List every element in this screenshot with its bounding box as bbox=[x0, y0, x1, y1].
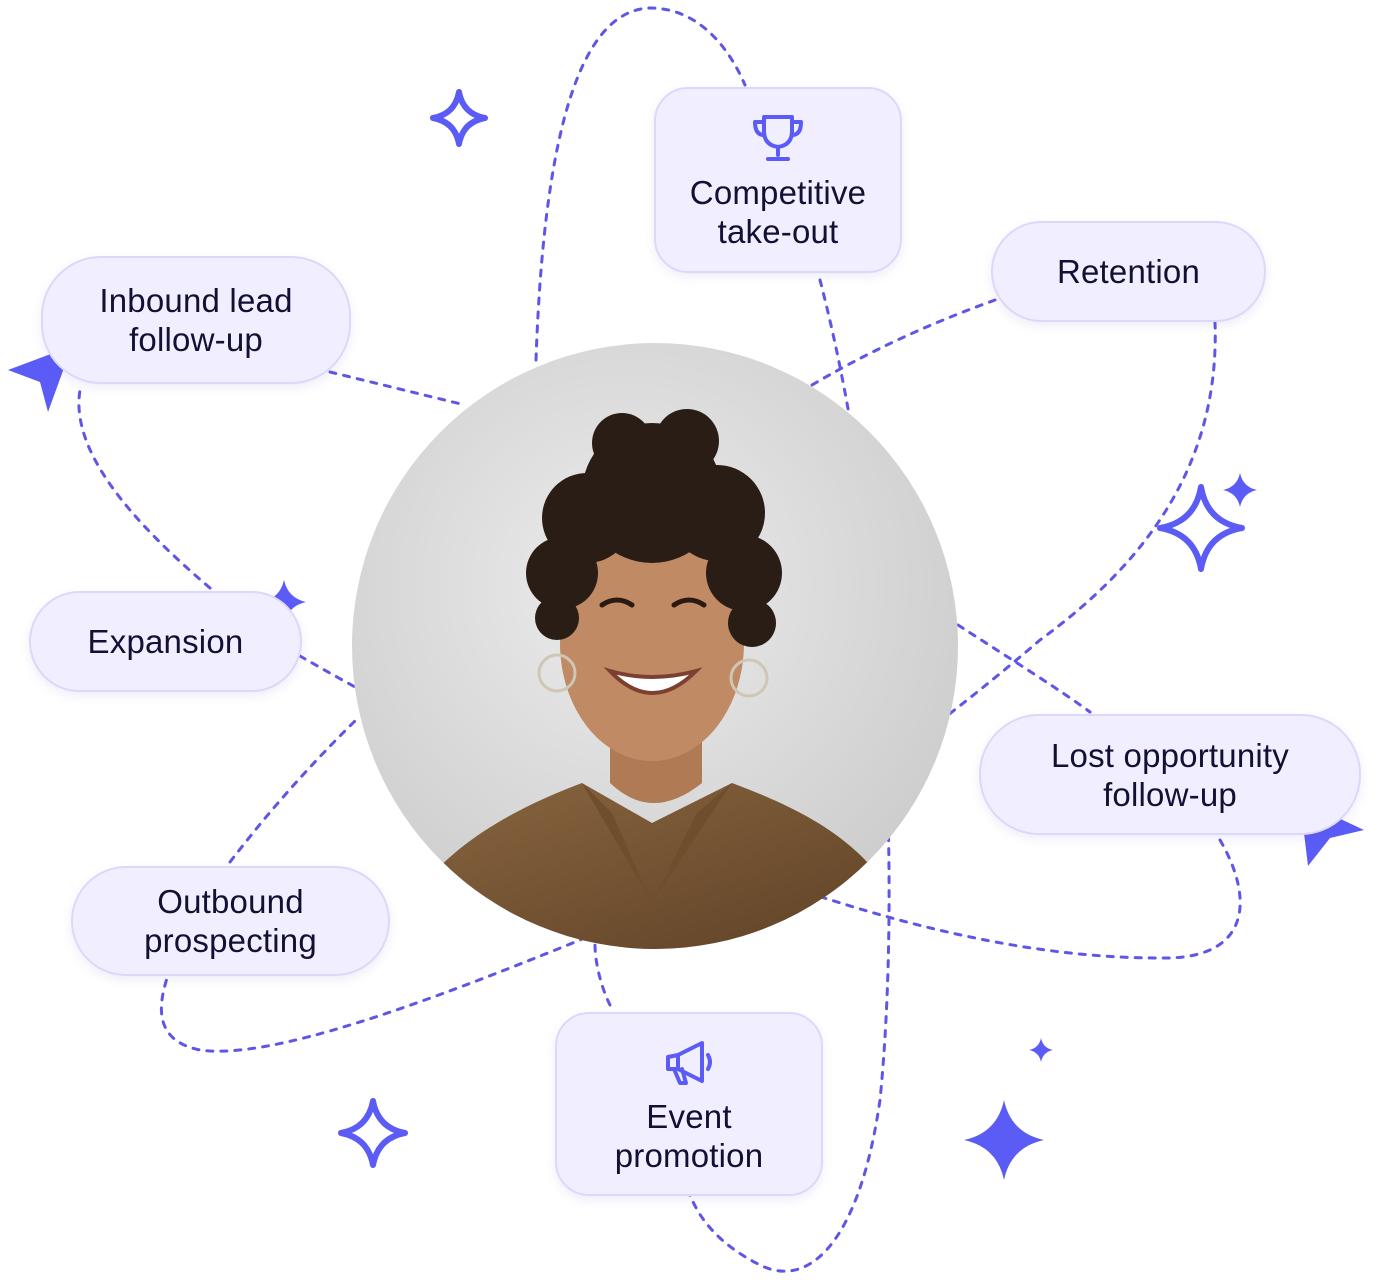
lost-label-line2: follow-up bbox=[1103, 775, 1237, 813]
inbound-label-line2: follow-up bbox=[129, 321, 263, 358]
megaphone-icon bbox=[660, 1033, 718, 1091]
outbound-label-line2: prospecting bbox=[144, 922, 317, 959]
sparkle-icon bbox=[338, 1098, 408, 1168]
inbound-lead-pill: Inbound lead follow-up bbox=[41, 256, 351, 384]
outbound-prospecting-pill: Outbound prospecting bbox=[71, 866, 390, 976]
retention-label: Retention bbox=[1056, 253, 1201, 290]
sparkle-icon bbox=[1029, 1038, 1053, 1062]
sparkle-icon bbox=[1157, 484, 1245, 572]
portrait-illustration bbox=[352, 343, 958, 949]
inbound-label-line1: Inbound lead bbox=[99, 282, 293, 319]
lost-label-line1: Lost opportunity bbox=[1050, 736, 1290, 774]
lost-opportunity-pill: Lost opportunity follow-up bbox=[979, 714, 1361, 835]
competitive-label-line2: take-out bbox=[717, 213, 839, 250]
center-photo bbox=[352, 343, 958, 949]
sparkle-icon bbox=[1223, 473, 1257, 507]
orbit-vertical bbox=[534, 6, 891, 1273]
event-promotion-card: Event promotion bbox=[555, 1012, 823, 1196]
event-label-line2: promotion bbox=[614, 1137, 764, 1174]
retention-pill: Retention bbox=[991, 221, 1266, 322]
trophy-icon bbox=[749, 109, 807, 167]
sparkle-icon bbox=[430, 89, 488, 147]
competitive-label-line1: Competitive bbox=[689, 174, 867, 211]
event-label-line1: Event bbox=[646, 1098, 732, 1135]
competitive-takeout-card: Competitive take-out bbox=[654, 87, 902, 273]
expansion-pill: Expansion bbox=[29, 591, 302, 692]
expansion-label: Expansion bbox=[87, 623, 244, 660]
outbound-label-line1: Outbound bbox=[157, 883, 304, 920]
orbit-diagonal-a bbox=[77, 370, 1242, 960]
sparkle-icon bbox=[964, 1100, 1044, 1180]
